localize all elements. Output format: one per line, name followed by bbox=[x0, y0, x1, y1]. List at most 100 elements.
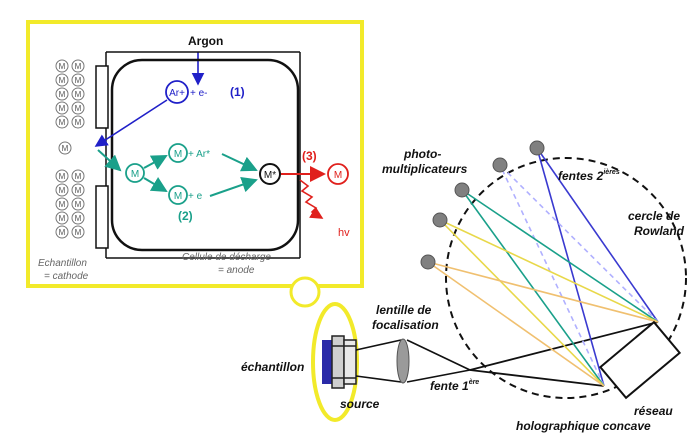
svg-text:M: M bbox=[59, 186, 66, 195]
photomultiplier-detectors bbox=[420, 140, 545, 270]
metal-argon-label: + Ar* bbox=[188, 149, 210, 160]
sample-atom: M bbox=[71, 115, 85, 129]
svg-text:M: M bbox=[75, 90, 82, 99]
svg-text:M: M bbox=[75, 228, 82, 237]
photomultiplier-icon bbox=[529, 140, 545, 156]
sample-atom: M bbox=[71, 59, 85, 73]
sample-atom-single: M bbox=[58, 141, 72, 155]
svg-text:M: M bbox=[59, 214, 66, 223]
svg-text:M: M bbox=[59, 172, 66, 181]
ground-atom-label: M bbox=[334, 170, 342, 181]
svg-text:M: M bbox=[75, 104, 82, 113]
path-upper-arrow bbox=[143, 155, 168, 170]
step2-label: (2) bbox=[178, 209, 193, 223]
ray-teal bbox=[461, 189, 605, 387]
photomultiplier-icon bbox=[492, 157, 508, 173]
metal-electron-node bbox=[168, 185, 188, 205]
grating-label: réseau holographique concave bbox=[516, 404, 676, 433]
focusing-lens bbox=[396, 338, 410, 384]
source-label: source bbox=[340, 397, 380, 411]
photon-label: hv bbox=[338, 227, 350, 239]
beam-lower-out bbox=[406, 369, 471, 383]
photomultiplier-icon bbox=[420, 254, 436, 270]
ray-lilac bbox=[499, 164, 605, 387]
svg-text:M: M bbox=[59, 62, 66, 71]
sample-atom: M bbox=[55, 101, 69, 115]
sample-atom: M bbox=[55, 183, 69, 197]
step3-label: (3) bbox=[302, 149, 317, 163]
ray-orange bbox=[427, 261, 605, 387]
excited-atom-node bbox=[259, 163, 281, 185]
beam-upper-out bbox=[406, 339, 471, 371]
photomultiplier-icon bbox=[454, 182, 470, 198]
upper-to-excited-arrow bbox=[221, 153, 258, 172]
sample-atom: M bbox=[71, 73, 85, 87]
ray-teal bbox=[461, 189, 659, 323]
photon-wave bbox=[299, 179, 324, 219]
plus-electron-label: + e- bbox=[190, 88, 208, 99]
ray-lilac bbox=[499, 164, 659, 323]
svg-text:M: M bbox=[59, 200, 66, 209]
entrance-slit-label: fente 1ère bbox=[430, 379, 479, 393]
metal-atom-label: M bbox=[131, 169, 139, 180]
cathode-clamp-top bbox=[95, 65, 109, 129]
sputter-arrow bbox=[94, 99, 168, 147]
svg-text:M: M bbox=[59, 90, 66, 99]
sample-atom: M bbox=[71, 183, 85, 197]
sample-atom: M bbox=[55, 115, 69, 129]
sample-atom: M bbox=[55, 73, 69, 87]
svg-text:M: M bbox=[59, 118, 66, 127]
ray-yellow bbox=[439, 219, 659, 323]
source-yellow-ring bbox=[311, 302, 359, 422]
sample-atom: M bbox=[55, 225, 69, 239]
rowland-circle-label: cercle de Rowland bbox=[628, 209, 685, 238]
lens-label: lentille de focalisation bbox=[372, 303, 439, 332]
sample-label: échantillon bbox=[241, 360, 304, 374]
sample-cathode-label: Echantillon = cathode bbox=[38, 258, 90, 282]
svg-text:M: M bbox=[75, 200, 82, 209]
argon-ion-node bbox=[165, 80, 189, 104]
sample-atom: M bbox=[55, 169, 69, 183]
excited-atom-label: M* bbox=[264, 170, 276, 181]
ray-orange bbox=[427, 261, 659, 323]
magnifier-circle bbox=[289, 276, 321, 308]
sputtered-atom-arrow bbox=[97, 149, 122, 172]
ray-blue bbox=[536, 147, 659, 323]
ground-atom-node bbox=[327, 163, 349, 185]
cell-anode-label: Cellule de décharge = anode bbox=[182, 252, 274, 276]
ray-yellow bbox=[439, 219, 605, 387]
metal-electron-node-label: M bbox=[174, 191, 182, 202]
svg-text:M: M bbox=[59, 228, 66, 237]
photomultiplier-icon bbox=[432, 212, 448, 228]
metal-argon-node bbox=[168, 143, 188, 163]
concave-grating bbox=[598, 320, 682, 400]
svg-text:M: M bbox=[75, 118, 82, 127]
lower-to-excited-arrow bbox=[209, 177, 258, 197]
svg-text:M: M bbox=[75, 172, 82, 181]
sample-atom: M bbox=[71, 87, 85, 101]
metal-argon-node-label: M bbox=[174, 149, 182, 160]
svg-text:M: M bbox=[59, 76, 66, 85]
svg-text:M: M bbox=[75, 62, 82, 71]
photomultipliers-label: photo- multiplicateurs bbox=[382, 147, 468, 176]
metal-electron-label: + e bbox=[188, 191, 203, 202]
dispersed-rays bbox=[427, 147, 659, 387]
sample-atom: M bbox=[71, 211, 85, 225]
step1-label: (1) bbox=[230, 85, 245, 99]
cathode-clamp-bottom bbox=[95, 185, 109, 249]
argon-label: Argon bbox=[188, 34, 223, 48]
svg-text:M: M bbox=[62, 144, 69, 153]
exit-slits-label: fentes 2ières bbox=[558, 169, 620, 183]
beam-upper-in bbox=[355, 339, 402, 351]
sample-atom: M bbox=[71, 169, 85, 183]
sample-atom: M bbox=[71, 225, 85, 239]
metal-atom-node bbox=[125, 163, 145, 183]
svg-text:M: M bbox=[75, 186, 82, 195]
sample-atom: M bbox=[55, 211, 69, 225]
rowland-circle bbox=[445, 157, 687, 399]
svg-text:M: M bbox=[59, 104, 66, 113]
svg-text:M: M bbox=[75, 214, 82, 223]
sample-atom: M bbox=[55, 87, 69, 101]
